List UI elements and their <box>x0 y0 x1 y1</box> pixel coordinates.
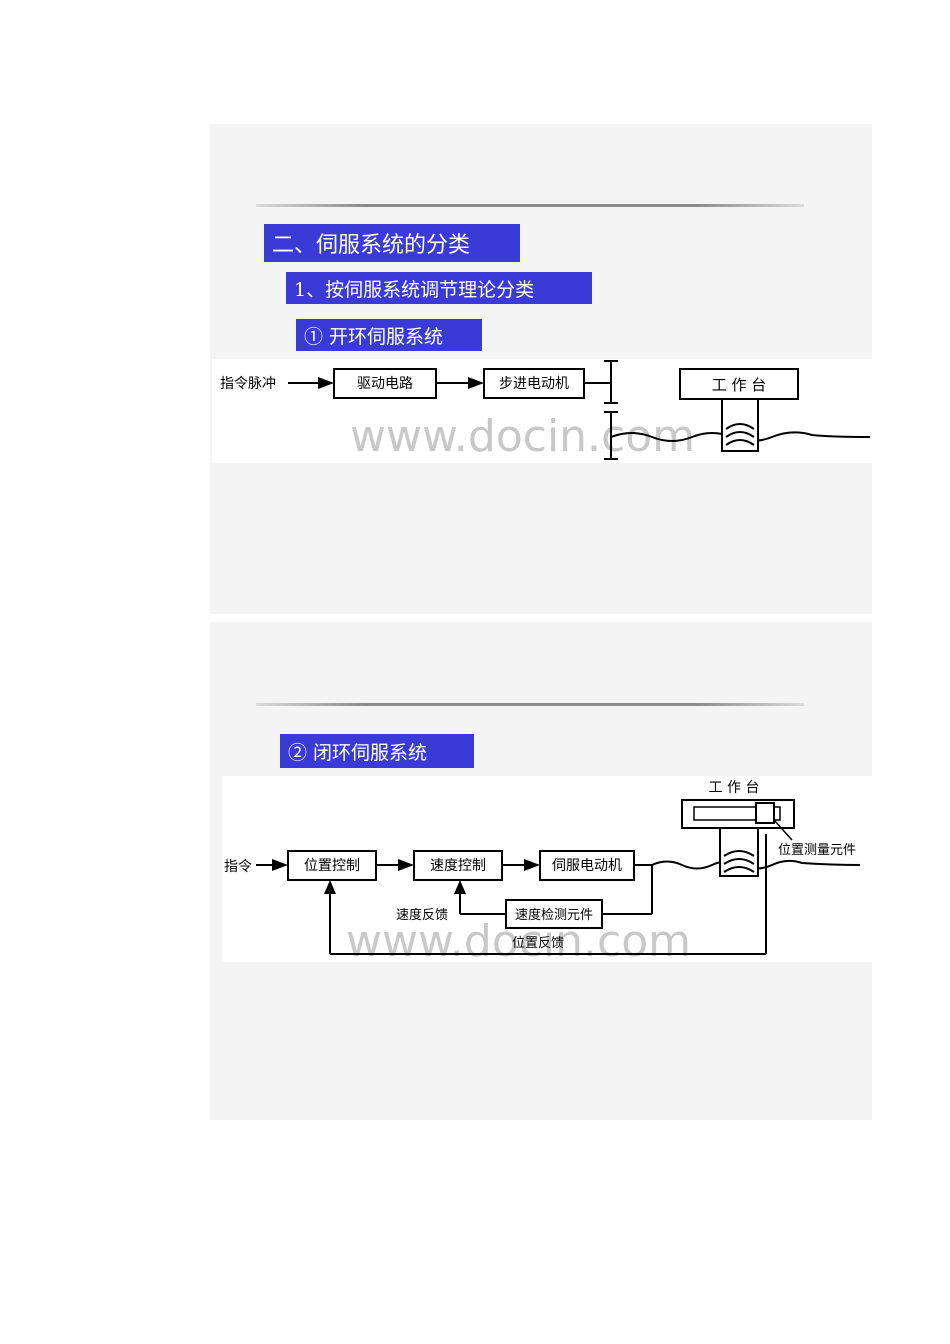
nut-thread <box>725 423 755 446</box>
speed-sensor-label: 速度检测元件 <box>515 907 593 923</box>
arrowhead-input <box>318 377 334 389</box>
arrowhead-speed-feedback <box>454 880 466 894</box>
worktable-label: 工 作 台 <box>712 376 767 394</box>
open-loop-diagram: www.docin.com 指令脉冲 驱动电路 步进电动机 工 作 台 <box>220 360 871 462</box>
arrowhead-pos-speed <box>398 859 414 871</box>
position-feedback-label: 位置反馈 <box>512 936 564 951</box>
input-label: 指令脉冲 <box>220 376 276 392</box>
drive-circuit-label: 驱动电路 <box>357 376 413 392</box>
heading-text: 二、伺服系统的分类 <box>272 233 471 258</box>
arrowhead-mid <box>468 377 484 389</box>
open-loop-diagram-panel: www.docin.com 指令脉冲 驱动电路 步进电动机 工 作 台 <box>212 359 872 463</box>
speed-feedback-label: 速度反馈 <box>396 907 448 923</box>
closed-loop-diagram: www.docin.com 指令 位置控制 速度控制 伺服电动机 速度检测元件 <box>224 780 861 967</box>
divider-line <box>256 204 804 207</box>
slide-closed-loop: ② 闭环伺服系统 www.docin.com 指令 位置控制 速度控制 伺服电动… <box>210 622 872 1120</box>
subheading-box: 1、按伺服系统调节理论分类 <box>286 272 592 304</box>
position-sensor-head <box>755 802 775 824</box>
worktable-label: 工 作 台 <box>709 780 760 796</box>
stepper-motor-label: 步进电动机 <box>499 376 569 392</box>
arrowhead-speed-motor <box>524 859 540 871</box>
closed-loop-diagram-panel: www.docin.com 指令 位置控制 速度控制 伺服电动机 速度检测元件 <box>222 776 872 967</box>
subheading-text: 1、按伺服系统调节理论分类 <box>294 278 535 301</box>
sensor-leader-line <box>773 819 793 841</box>
heading-box: 二、伺服系统的分类 <box>264 224 520 262</box>
section-label-text: ① 开环伺服系统 <box>304 325 444 348</box>
speed-control-label: 速度控制 <box>430 858 486 874</box>
servo-motor-block <box>539 850 635 881</box>
nut-thread <box>723 850 755 873</box>
section-label-text: ② 闭环伺服系统 <box>288 741 428 764</box>
input-label: 指令 <box>224 859 252 875</box>
arrowhead-input <box>272 859 288 871</box>
servo-motor-label: 伺服电动机 <box>552 858 622 874</box>
section-label-open-loop: ① 开环伺服系统 <box>296 319 482 351</box>
arrowhead-position-feedback <box>324 880 336 894</box>
watermark: www.docin.com <box>350 411 695 462</box>
divider-line <box>256 703 804 706</box>
position-control-label: 位置控制 <box>304 858 360 874</box>
position-sensor-label: 位置测量元件 <box>778 843 856 858</box>
slide-open-loop: 二、伺服系统的分类 1、按伺服系统调节理论分类 ① 开环伺服系统 www.doc… <box>210 124 872 614</box>
section-label-closed-loop: ② 闭环伺服系统 <box>280 734 474 768</box>
